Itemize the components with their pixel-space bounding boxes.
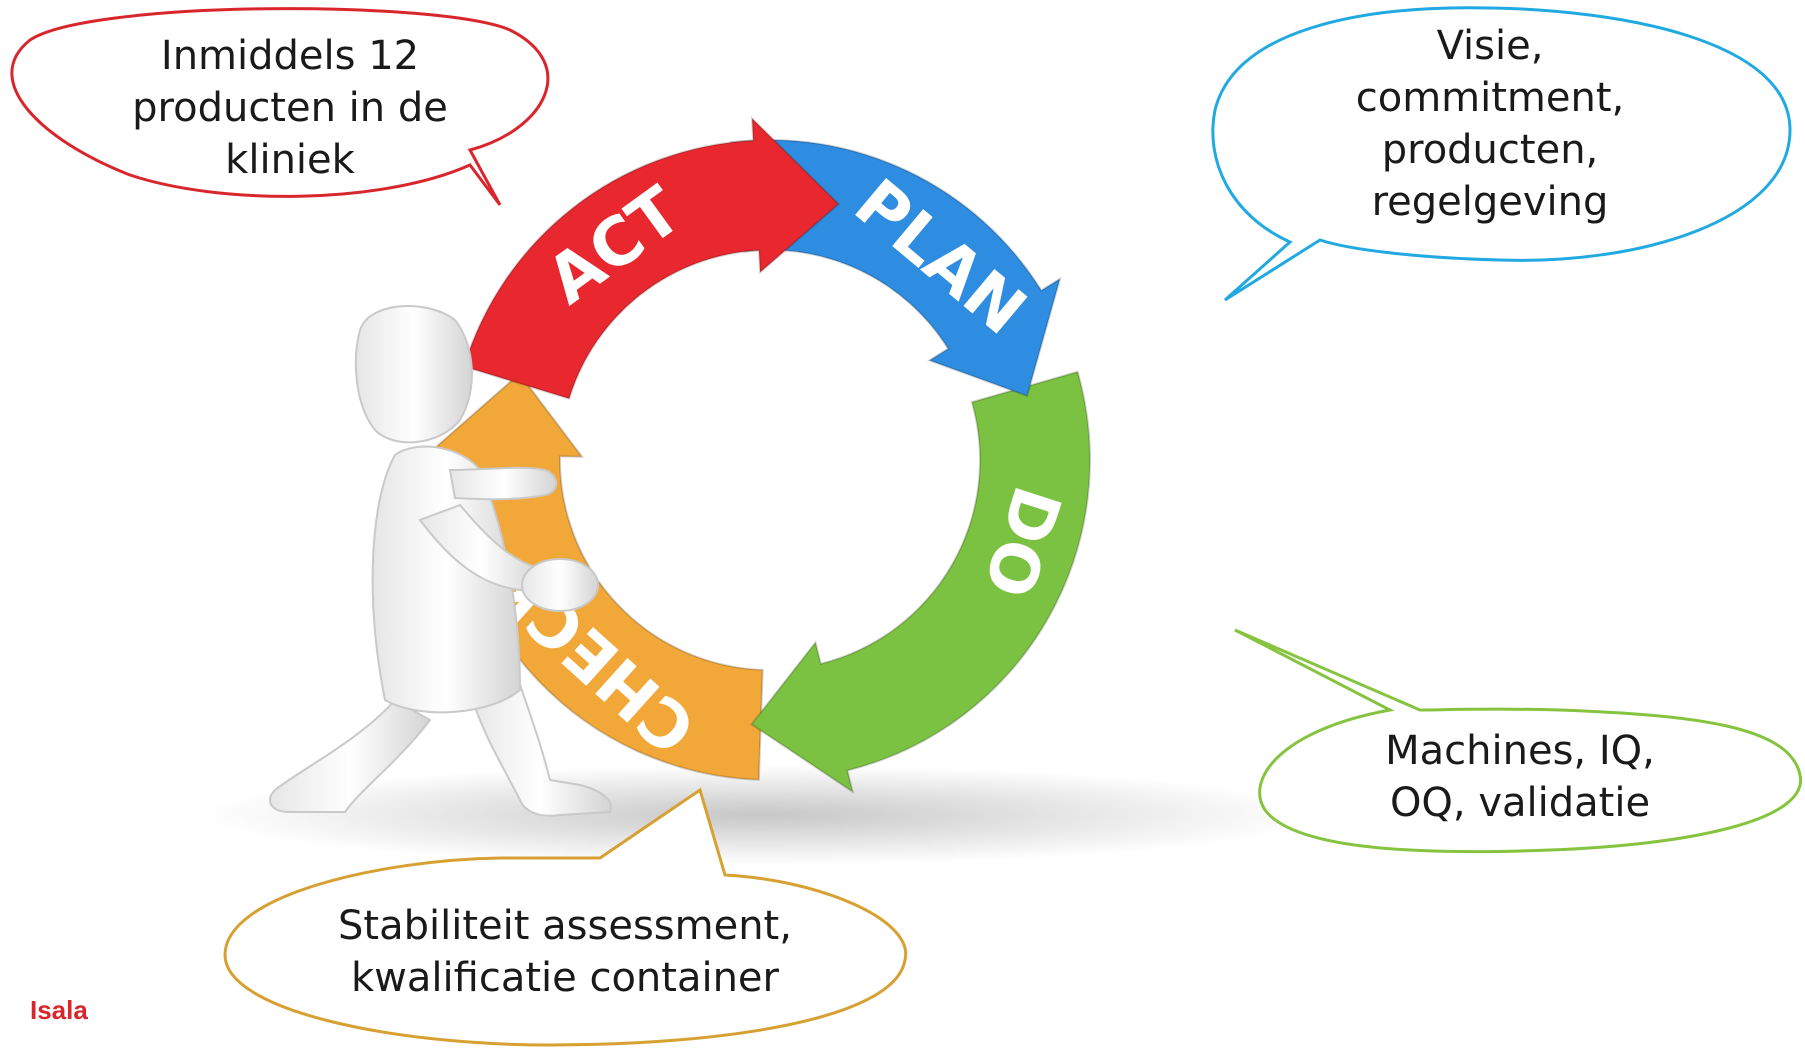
- bubble-line: kliniek: [225, 137, 355, 183]
- bubble-line: Visie,: [1436, 23, 1544, 69]
- bubble-line: OQ, validatie: [1389, 780, 1651, 826]
- speech-bubble-act: [10, 7, 550, 206]
- bubble-line: producten,: [1381, 127, 1599, 173]
- bubble-text-check: Stabiliteit assessment, kwalificatie con…: [300, 900, 830, 1004]
- bubble-text-do: Machines, IQ, OQ, validatie: [1330, 725, 1710, 829]
- bubble-text-act: Inmiddels 12 producten in de kliniek: [95, 30, 485, 186]
- speech-bubble-check: [223, 787, 908, 1047]
- bubble-line: Stabiliteit assessment,: [338, 903, 792, 949]
- speech-bubble-do: [1234, 628, 1802, 854]
- bubble-line: Inmiddels 12: [160, 33, 420, 79]
- floor-shadow: [200, 765, 1320, 865]
- bubble-line: kwalificatie container: [351, 955, 779, 1001]
- bubble-line: producten in de: [132, 85, 448, 131]
- cycle-segment-do: [750, 370, 1091, 795]
- speech-bubble-plan: [1211, 6, 1792, 302]
- cycle-segment-act: [462, 115, 841, 400]
- isala-logo: Isala: [30, 995, 88, 1025]
- bubble-line: Machines, IQ,: [1385, 728, 1655, 774]
- figure-icon: [269, 305, 612, 817]
- bubble-text-plan: Visie, commitment, producten, regelgevin…: [1300, 20, 1680, 228]
- bubble-line: regelgeving: [1371, 179, 1609, 225]
- bubble-line: commitment,: [1355, 75, 1625, 121]
